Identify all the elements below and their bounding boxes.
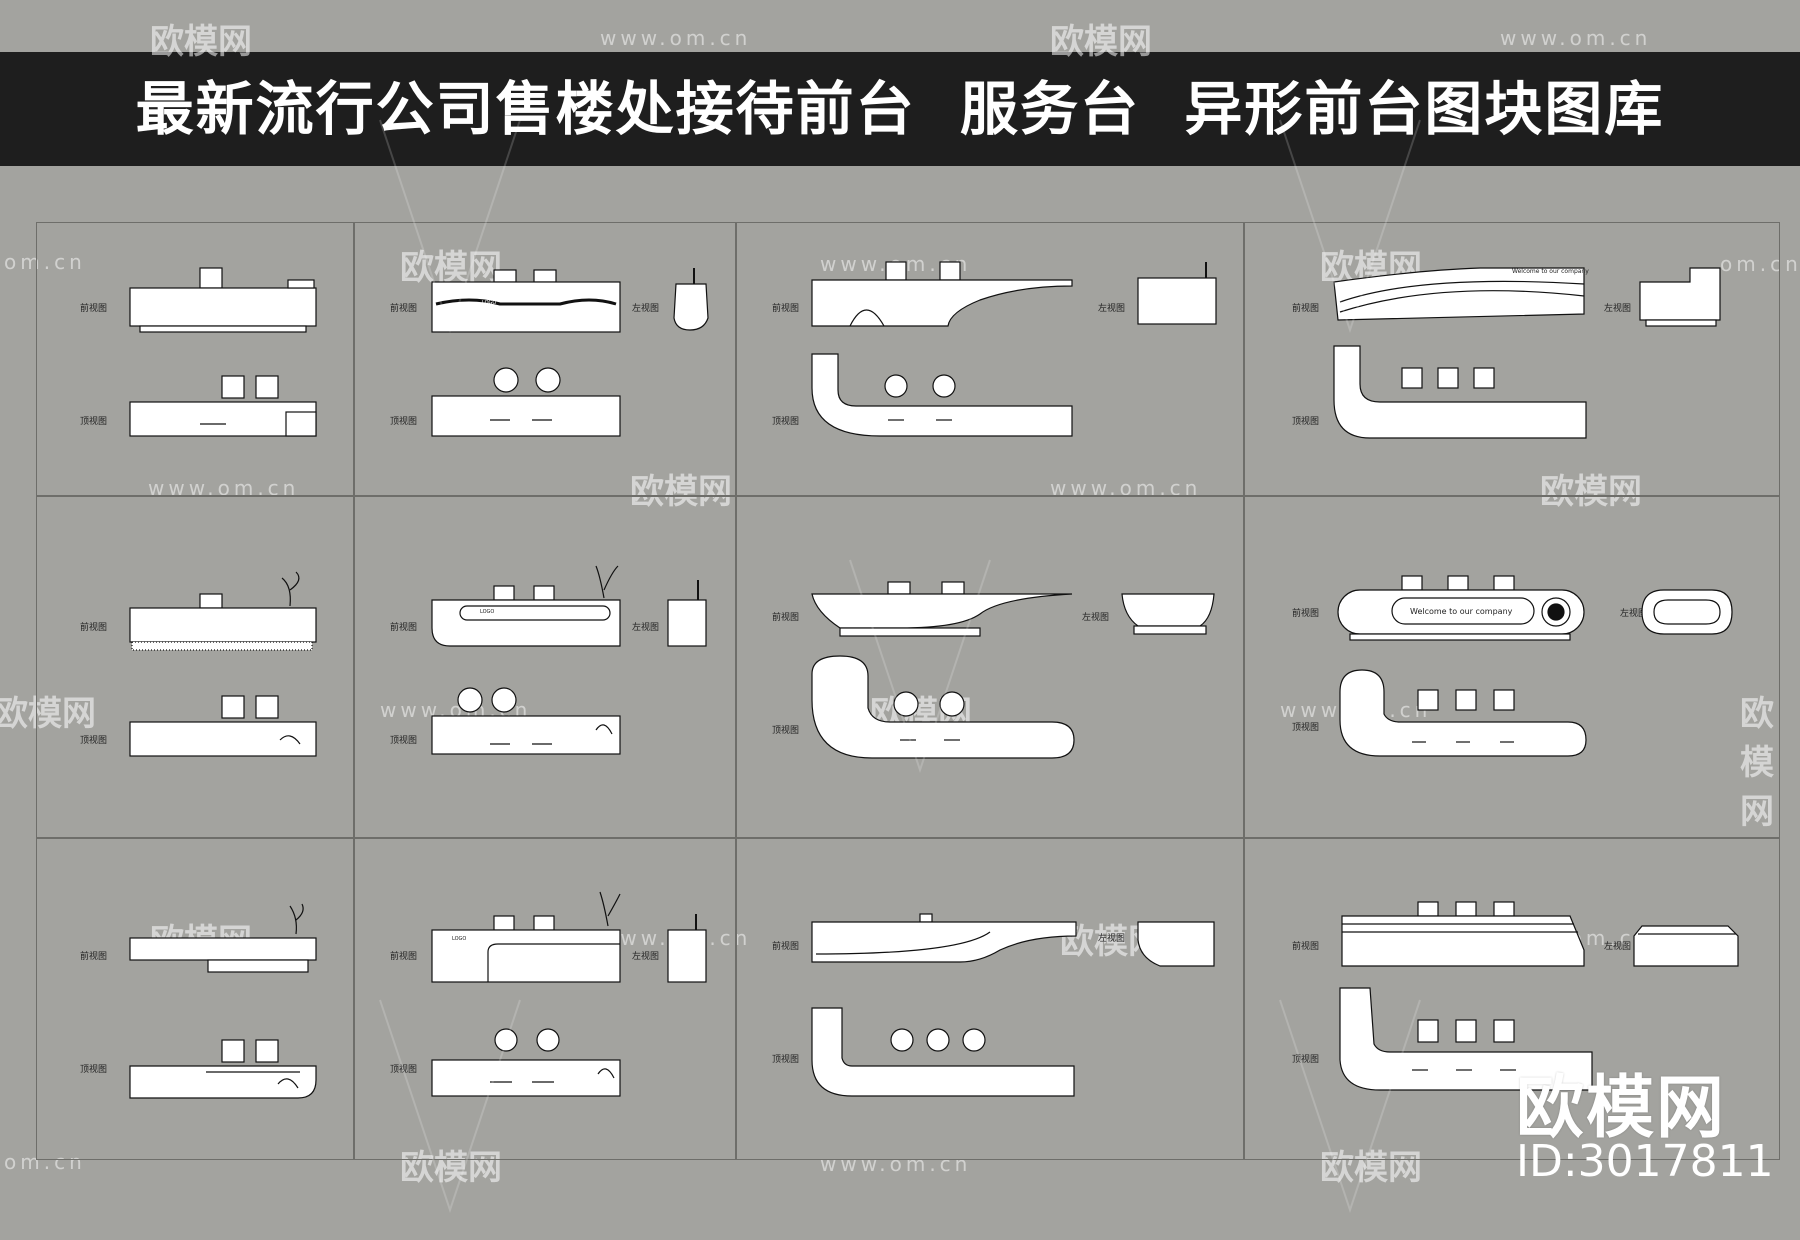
desk-1-front-view: [129, 267, 317, 333]
desk-10-top-view: [431, 1028, 621, 1097]
front-view-label: 前视图: [390, 304, 418, 314]
top-view-label: 顶视图: [1292, 417, 1320, 427]
sheet-cell: [36, 838, 354, 1160]
desk-3-front-view: [811, 261, 1073, 327]
sheet-cell: [736, 496, 1244, 838]
front-view-label: 前视图: [1292, 609, 1320, 619]
desk-6-left-view: [667, 580, 707, 647]
desk-2-top-view: [431, 367, 621, 437]
sheet-cell: [36, 222, 354, 496]
desk-logo-text: LOGO: [452, 936, 467, 942]
top-view-label: 顶视图: [390, 736, 418, 746]
desk-5-top-view: [129, 695, 317, 757]
title-banner: 最新流行公司售楼处接待前台 服务台 异形前台图块图库: [0, 52, 1800, 166]
desk-10-left-view: [667, 914, 707, 983]
desk-11-top-view: [811, 1007, 1075, 1097]
front-view-label: 前视图: [772, 613, 800, 623]
left-view-label: 左视图: [632, 623, 660, 633]
desk-3-top-view: [811, 353, 1073, 437]
desk-4-front-view: [1333, 267, 1585, 321]
desk-7-top-view: [811, 655, 1075, 759]
watermark-v-mark: [1279, 119, 1421, 334]
desk-4-left-view: [1639, 267, 1721, 327]
top-view-label: 顶视图: [80, 1065, 108, 1075]
sheet-cell: [736, 838, 1244, 1160]
desk-welcome-text: Welcome to our company: [1410, 607, 1513, 616]
desk-logo-text: LOGO: [480, 609, 495, 615]
top-view-label: 顶视图: [80, 736, 108, 746]
front-view-label: 前视图: [390, 623, 418, 633]
desk-10-front-view: [431, 891, 621, 983]
top-view-label: 顶视图: [390, 1065, 418, 1075]
desk-12-left-view: [1633, 925, 1739, 967]
desk-6-front-view: [431, 565, 621, 647]
front-view-label: 前视图: [772, 942, 800, 952]
sheet-cell: [36, 496, 354, 838]
desk-12-front-view: [1341, 901, 1585, 967]
front-view-label: 前视图: [772, 304, 800, 314]
brand-logo: 欧模网: [1516, 1069, 1727, 1148]
front-view-label: 前视图: [80, 952, 108, 962]
watermark-v-mark: [379, 999, 521, 1214]
sheet-cell: [1244, 222, 1780, 496]
top-view-label: 顶视图: [772, 1055, 800, 1065]
sheet-cell: [1244, 496, 1780, 838]
top-view-label: 顶视图: [772, 417, 800, 427]
desk-2-left-view: [673, 268, 709, 331]
left-view-label: 左视图: [1604, 304, 1632, 314]
desk-4-top-view: [1333, 345, 1587, 439]
desk-11-front-view: [811, 913, 1077, 963]
desk-5-front-view: [129, 571, 317, 651]
sheet-cell: [354, 838, 736, 1160]
resource-id: ID:3017811: [1516, 1136, 1774, 1187]
left-view-label: 左视图: [632, 952, 660, 962]
left-view-label: 左视图: [1098, 934, 1126, 944]
page-title: 最新流行公司售楼处接待前台 服务台 异形前台图块图库: [135, 75, 1665, 143]
left-view-label: 左视图: [1082, 613, 1110, 623]
front-view-label: 前视图: [1292, 304, 1320, 314]
desk-7-left-view: [1121, 593, 1215, 635]
left-view-label: 左视图: [632, 304, 660, 314]
sheet-cell: [354, 496, 736, 838]
desk-3-left-view: [1137, 262, 1217, 325]
desk-12-top-view: [1339, 987, 1593, 1091]
top-view-label: 顶视图: [1292, 723, 1320, 733]
top-view-label: 顶视图: [1292, 1055, 1320, 1065]
top-view-label: 顶视图: [772, 726, 800, 736]
desk-9-top-view: [129, 1039, 317, 1099]
desk-11-left-view: [1137, 921, 1215, 967]
top-view-label: 顶视图: [390, 417, 418, 427]
desk-2-front-view: [431, 269, 621, 333]
desk-1-top-view: [129, 375, 317, 437]
desk-8-top-view: [1339, 669, 1587, 757]
desk-8-front-view: [1337, 575, 1585, 641]
front-view-label: 前视图: [1292, 942, 1320, 952]
front-view-label: 前视图: [390, 952, 418, 962]
left-view-label: 左视图: [1098, 304, 1126, 314]
desk-6-top-view: [431, 687, 621, 755]
sheet-cell: [736, 222, 1244, 496]
left-view-label: 左视图: [1620, 609, 1648, 619]
desk-7-front-view: [811, 581, 1073, 637]
front-view-label: 前视图: [80, 304, 108, 314]
sheet-cell: [1244, 838, 1780, 1160]
top-view-label: 顶视图: [80, 417, 108, 427]
watermark-v-mark: [1279, 999, 1421, 1214]
watermark-v-mark: [849, 559, 991, 774]
desk-8-left-view: [1641, 589, 1733, 635]
desk-welcome-text: Welcome to our company: [1512, 268, 1589, 275]
left-view-label: 左视图: [1604, 942, 1632, 952]
desk-logo-text: LOGO: [482, 300, 497, 306]
watermark-v-mark: [379, 119, 521, 334]
front-view-label: 前视图: [80, 623, 108, 633]
sheet-cell: [354, 222, 736, 496]
desk-9-front-view: [129, 903, 317, 973]
